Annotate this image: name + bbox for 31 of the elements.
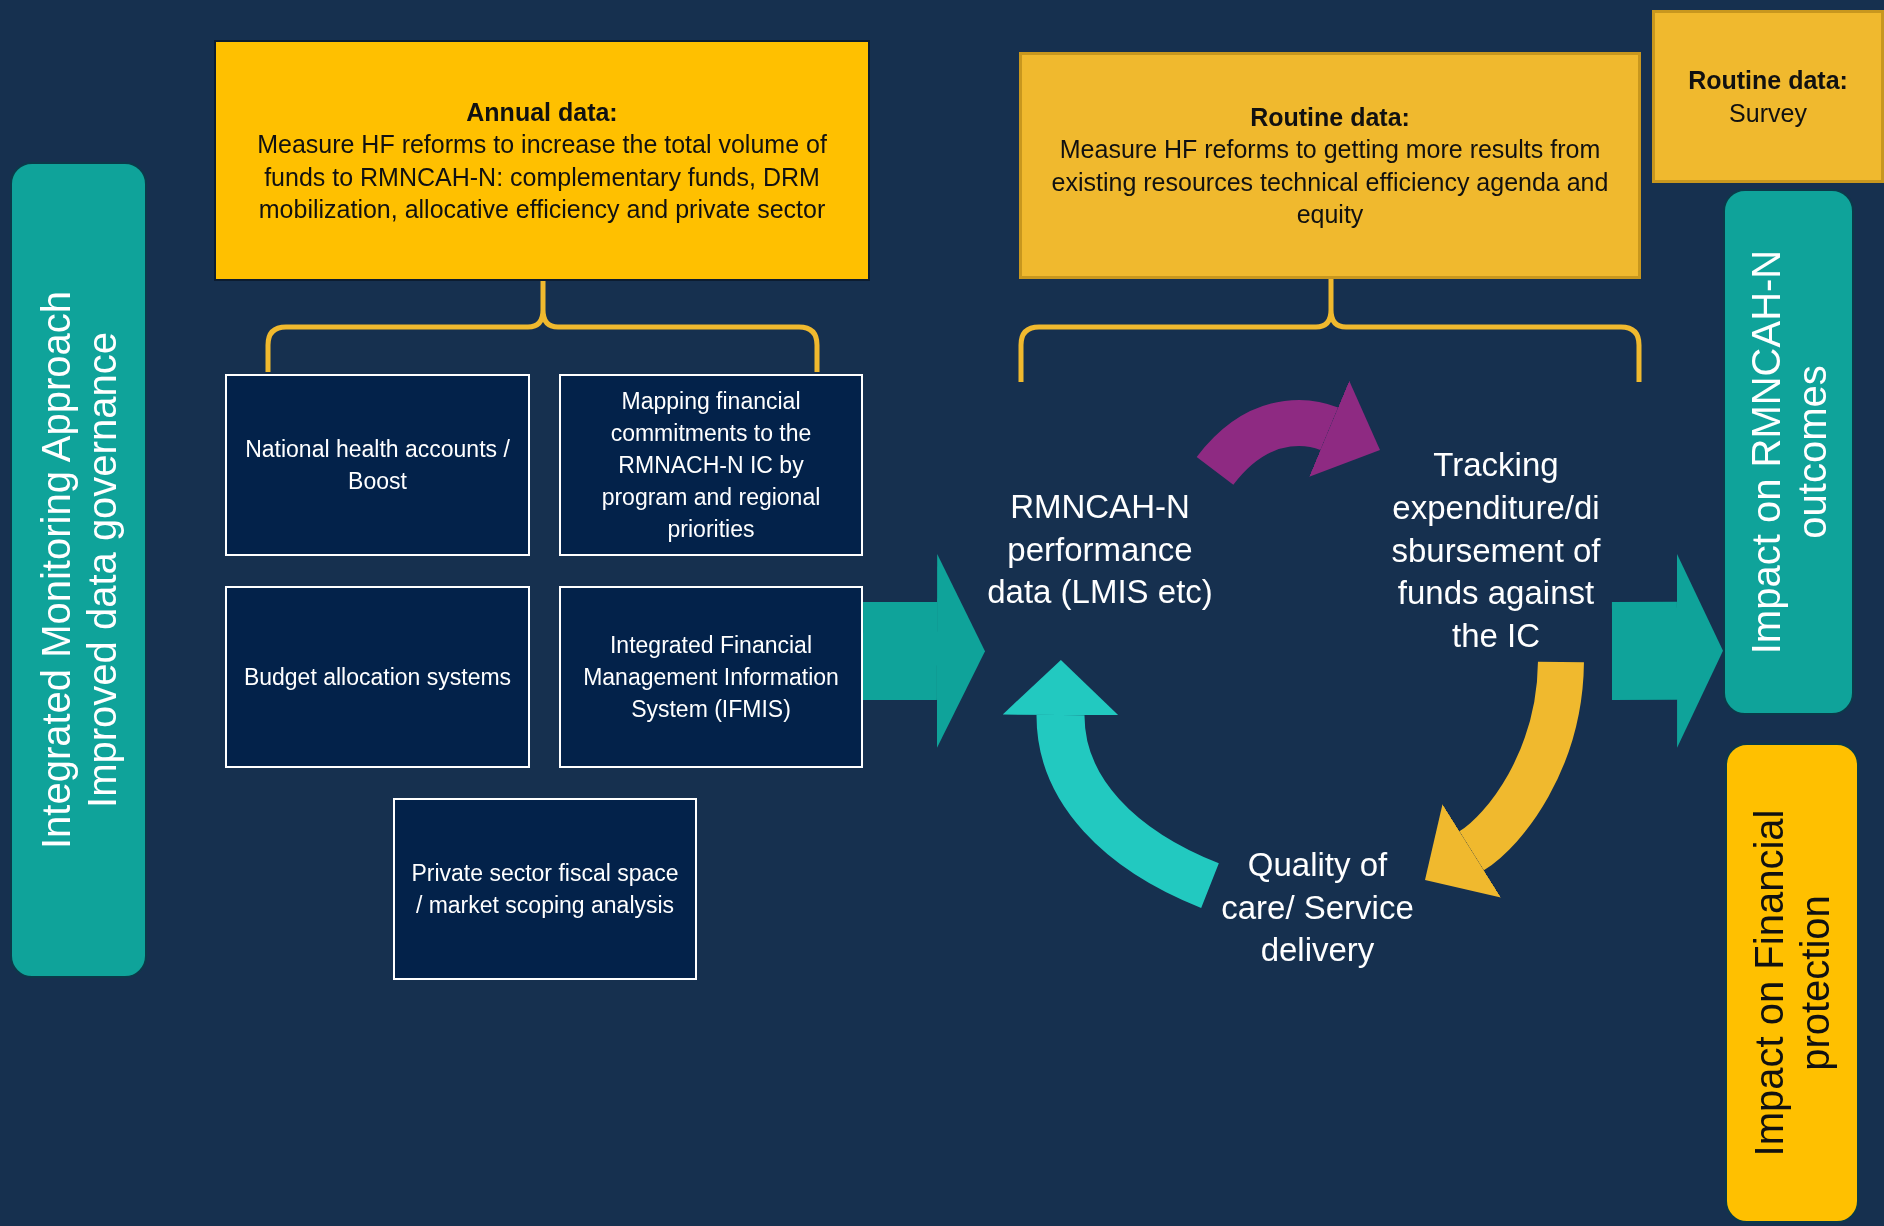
side-banner [10, 162, 147, 978]
data-box [214, 40, 870, 281]
box-heading: Routine data: [1250, 101, 1410, 133]
banner-text: Improved data governance [78, 332, 125, 808]
banner-text: Integrated Monitoring Approach [32, 290, 79, 850]
box-heading: Routine data: [1688, 65, 1848, 96]
box-text: Integrated Financial Management Information System (IFMIS) [582, 630, 840, 725]
box-text: Measure HF reforms to getting more results from existing resources technical efficiency agenda and equity [1050, 134, 1610, 230]
data-box [1652, 10, 1884, 183]
process-box [559, 586, 863, 768]
block-arrow [862, 554, 985, 749]
banner-text: Impact on Financial protection [1746, 808, 1838, 1159]
box-text: National health accounts / Boost [244, 434, 511, 496]
flow-label: RMNCAH-N performance data (LMIS etc) [986, 486, 1214, 613]
banner-text: Impact on RMNCAH-N outcomes [1742, 248, 1835, 657]
side-banner [1725, 743, 1859, 1223]
box-text: Budget allocation systems [243, 662, 512, 692]
data-box [1019, 52, 1641, 279]
box-text: Mapping financial commitments to the RMNACH-N IC by program and regional priorities [600, 386, 822, 545]
flow-label: Quality of care/ Service delivery [1220, 844, 1415, 971]
box-text: Private sector fiscal space / market scoping analysis [410, 858, 680, 920]
side-banner [1723, 189, 1854, 715]
process-box [393, 798, 697, 980]
box-text: Measure HF reforms to increase the total volume of funds to RMNCAH-N: complementary funds, DRM mobilization, allocative efficiency and private sector [256, 129, 828, 225]
process-box [225, 586, 530, 768]
block-arrow [1612, 553, 1723, 748]
process-box [559, 374, 863, 556]
box-heading: Annual data: [466, 96, 618, 128]
flow-label: Tracking expenditure/di sbursement of funds against the IC [1390, 444, 1602, 657]
box-text: Survey [1729, 97, 1807, 129]
process-box [225, 374, 530, 556]
